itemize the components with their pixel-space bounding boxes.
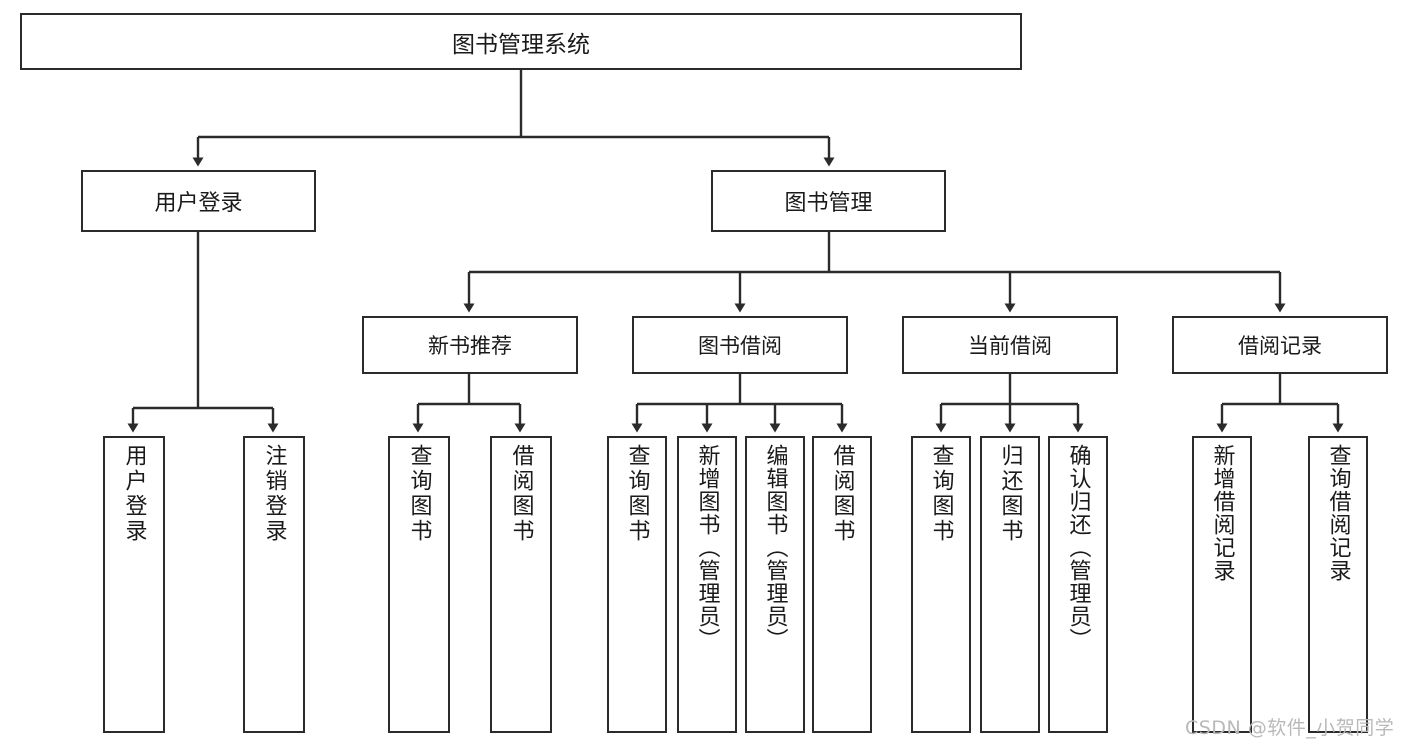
node-root-system[interactable]: 图书管理系统	[20, 13, 1022, 70]
node-leaf-borrow-book-recommend[interactable]: 借阅图书	[490, 436, 552, 733]
node-leaf-add-borrow-record[interactable]: 新增借阅记录	[1192, 436, 1252, 733]
node-label: 新增借阅记录	[1209, 444, 1235, 582]
node-label: 查询图书	[406, 444, 432, 544]
node-label: 图书管理系统	[452, 31, 590, 58]
node-label: 查询借阅记录	[1325, 444, 1351, 582]
csdn-watermark: CSDN @软件_小贺同学	[1185, 717, 1395, 739]
node-leaf-return-book[interactable]: 归还图书	[980, 436, 1040, 733]
node-label: 借阅图书	[508, 444, 534, 544]
node-leaf-query-book-recommend[interactable]: 查询图书	[388, 436, 450, 733]
node-leaf-query-book-borrow[interactable]: 查询图书	[607, 436, 667, 733]
node-borrow-record[interactable]: 借阅记录	[1172, 316, 1388, 374]
node-label: 编辑图书（管理员）	[762, 444, 788, 651]
node-leaf-edit-book-admin[interactable]: 编辑图书（管理员）	[745, 436, 805, 733]
node-book-management[interactable]: 图书管理	[711, 170, 946, 232]
node-book-borrow[interactable]: 图书借阅	[632, 316, 848, 374]
node-label: 查询图书	[928, 444, 954, 544]
node-leaf-query-borrow-record[interactable]: 查询借阅记录	[1308, 436, 1368, 733]
node-current-borrow[interactable]: 当前借阅	[902, 316, 1118, 374]
node-label: 借阅图书	[829, 444, 855, 544]
node-label: 归还图书	[997, 444, 1023, 544]
node-label: 用户登录	[121, 444, 147, 544]
node-leaf-add-book-admin[interactable]: 新增图书（管理员）	[677, 436, 737, 733]
node-label: 新书推荐	[428, 334, 512, 358]
node-leaf-confirm-return-admin[interactable]: 确认归还（管理员）	[1048, 436, 1108, 733]
node-label: 新增图书（管理员）	[694, 444, 720, 651]
node-leaf-borrow-book[interactable]: 借阅图书	[812, 436, 872, 733]
node-leaf-user-logout[interactable]: 注销登录	[243, 436, 305, 733]
node-label: 图书借阅	[698, 334, 782, 358]
node-label: 确认归还（管理员）	[1065, 444, 1091, 651]
node-label: 图书管理	[784, 191, 873, 216]
node-leaf-user-login[interactable]: 用户登录	[103, 436, 165, 733]
node-user-login[interactable]: 用户登录	[81, 170, 316, 232]
node-leaf-query-book-current[interactable]: 查询图书	[911, 436, 971, 733]
node-new-book-recommend[interactable]: 新书推荐	[362, 316, 578, 374]
node-label: 当前借阅	[968, 334, 1052, 358]
node-label: 查询图书	[624, 444, 650, 544]
node-label: 注销登录	[261, 444, 287, 544]
node-label: 借阅记录	[1238, 334, 1322, 358]
node-label: 用户登录	[154, 191, 243, 216]
